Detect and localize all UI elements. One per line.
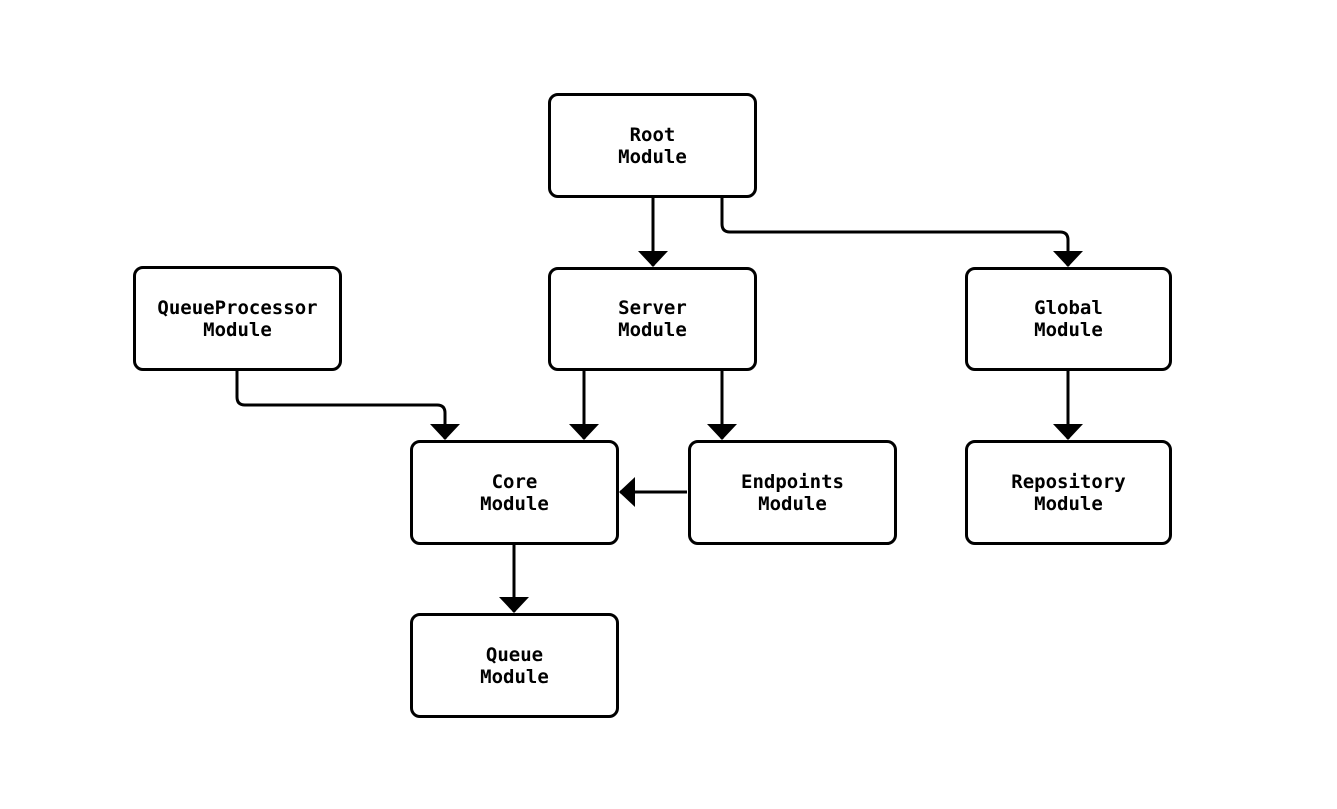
node-label-line: Endpoints xyxy=(741,470,844,493)
edge-queueprocessor-to-core xyxy=(235,371,460,440)
node-label-line: Module xyxy=(1034,492,1103,515)
node-queueprocessor-module: QueueProcessor Module xyxy=(133,266,342,371)
node-repository-module: Repository Module xyxy=(965,440,1172,545)
node-root-module: Root Module xyxy=(548,93,757,198)
node-label-line: Module xyxy=(1034,319,1103,341)
node-label-line: Module xyxy=(480,665,549,688)
node-label-line: Global xyxy=(1034,297,1103,319)
node-label-line: Root xyxy=(629,123,676,146)
node-label-line: Module xyxy=(480,492,549,515)
node-label-line: Module xyxy=(203,318,272,341)
node-endpoints-module: Endpoints Module xyxy=(688,440,897,545)
node-label-line: Module xyxy=(618,145,687,168)
node-label-line: Core xyxy=(491,470,538,493)
node-server-module: Server Module xyxy=(548,267,757,371)
node-core-module: Core Module xyxy=(410,440,619,545)
node-label-line: Server xyxy=(618,297,687,319)
node-global-module: Global Module xyxy=(965,267,1172,371)
node-label-line: QueueProcessor xyxy=(157,296,318,319)
node-queue-module: Queue Module xyxy=(410,613,619,718)
node-label-line: Module xyxy=(758,492,827,515)
edge-root-to-global xyxy=(720,198,1083,267)
node-label-line: Queue xyxy=(485,643,544,666)
node-label-line: Module xyxy=(618,319,687,341)
node-label-line: Repository xyxy=(1011,470,1126,493)
